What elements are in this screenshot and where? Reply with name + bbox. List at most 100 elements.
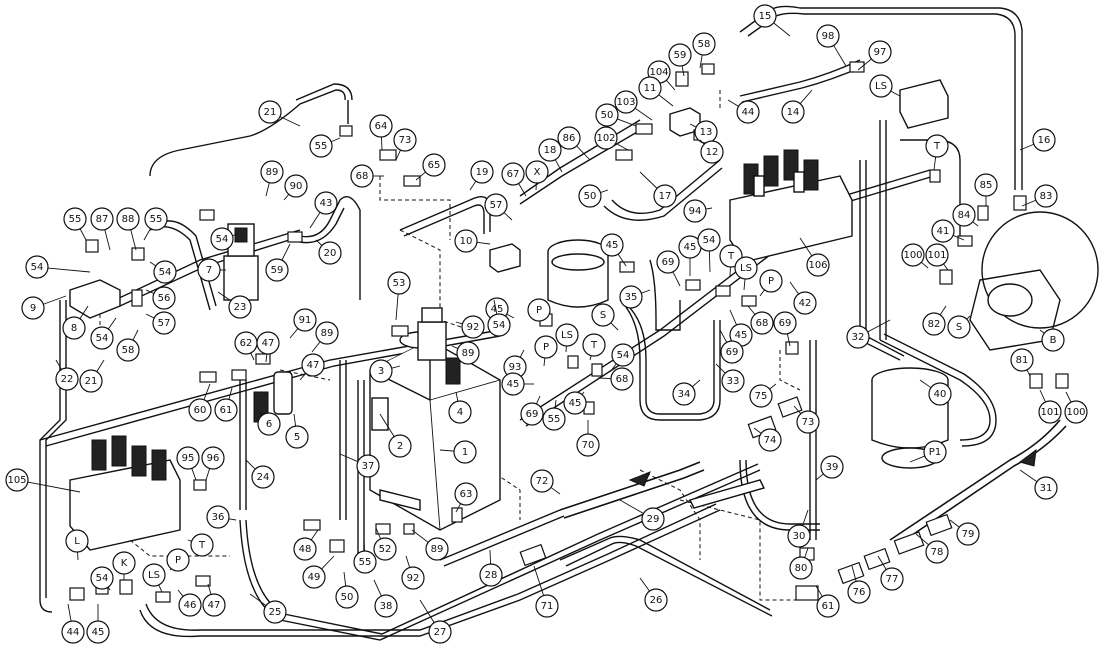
leader-line — [743, 278, 746, 291]
callout-label: 89 — [321, 328, 334, 339]
tee-fitting — [777, 396, 803, 418]
callout-label: 86 — [563, 133, 576, 144]
callout-78: 78 — [915, 533, 949, 564]
callout-bubble — [152, 286, 176, 310]
callout-bubble — [925, 243, 949, 267]
callout-bubble — [285, 425, 309, 449]
callout-bubble — [600, 233, 624, 257]
callout-102: 102 — [594, 126, 629, 151]
callout-bubble — [793, 291, 817, 315]
leader-line — [789, 281, 799, 295]
leader-line — [228, 518, 237, 521]
callout-bubble — [487, 313, 511, 337]
callout-bubble — [356, 454, 380, 478]
callout-68: 68 — [747, 305, 774, 335]
callout-label: 56 — [158, 293, 171, 304]
callout-25: 25 — [249, 593, 287, 624]
callout-bubble — [952, 203, 976, 227]
callout-34: 34 — [672, 379, 701, 406]
callout-label: P1 — [929, 447, 941, 458]
leader-line — [79, 305, 89, 319]
callout-label: K — [121, 558, 128, 569]
callout-48: 48 — [293, 529, 319, 561]
callout-label: 68 — [356, 171, 369, 182]
leader-line — [519, 349, 525, 358]
callout-bubble — [692, 32, 716, 56]
callout-16: 16 — [1019, 128, 1056, 152]
callout-bubble — [314, 191, 338, 215]
callout-bubble — [61, 620, 85, 644]
callout-55: 55 — [353, 539, 377, 574]
callout-bubble — [456, 341, 480, 365]
callout-bubble — [638, 76, 662, 100]
callout-85: 85 — [974, 173, 998, 206]
leader-line — [283, 194, 290, 201]
callout-bubble — [265, 258, 289, 282]
callout-p: P — [166, 548, 190, 572]
callout-label: 101 — [927, 250, 946, 261]
leader-line — [503, 212, 513, 221]
callout-bubble — [453, 440, 477, 464]
callout-bubble — [846, 325, 870, 349]
leader-line — [493, 299, 498, 315]
callout-label: 13 — [700, 127, 713, 138]
callout-45: 45 — [501, 372, 534, 396]
callout-label: T — [933, 141, 941, 152]
callout-54: 54 — [609, 343, 635, 373]
callout-53: 53 — [387, 271, 411, 321]
callout-75: 75 — [749, 383, 777, 408]
callout-label: 45 — [684, 242, 697, 253]
callout-bubble — [260, 160, 284, 184]
callout-label: 82 — [928, 319, 941, 330]
leader-line — [691, 379, 701, 388]
callout-label: 27 — [434, 627, 447, 638]
callout-bubble — [1032, 128, 1056, 152]
leader-line — [699, 54, 703, 69]
callout-54: 54 — [210, 227, 239, 251]
callout-label: 59 — [674, 50, 687, 61]
leader-line — [877, 555, 887, 570]
leader-line — [232, 233, 239, 237]
leader-line — [455, 321, 463, 325]
callout-101: 101 — [1038, 389, 1062, 424]
callout-44: 44 — [61, 603, 85, 644]
callout-label: 64 — [375, 121, 388, 132]
callout-label: LS — [148, 570, 160, 581]
callout-70: 70 — [576, 420, 600, 457]
callout-bubble — [210, 227, 234, 251]
callout-bubble — [700, 140, 724, 164]
coupling-71 — [519, 543, 547, 567]
callout-106: 106 — [799, 237, 830, 277]
leader-line — [330, 137, 341, 143]
leader-line — [96, 359, 105, 372]
callout-bubble — [214, 398, 238, 422]
callout-11: 11 — [638, 76, 674, 107]
callout-bubble — [369, 114, 393, 138]
leader-line — [554, 399, 557, 409]
leader-line — [47, 267, 91, 273]
callout-bubble — [206, 505, 230, 529]
callout-bubble — [256, 331, 280, 355]
callout-bubble — [25, 255, 49, 279]
callout-bubble — [284, 174, 308, 198]
leader-line — [455, 391, 459, 402]
callout-bubble — [425, 537, 449, 561]
callout-44: 44 — [727, 99, 760, 124]
callout-bubble — [142, 563, 166, 587]
callout-bubble — [62, 316, 86, 340]
callout-bubble — [557, 126, 581, 150]
callout-label: L — [74, 536, 80, 547]
callout-74: 74 — [753, 427, 782, 452]
callout-label: 14 — [787, 107, 800, 118]
callout-label: P — [768, 276, 774, 287]
leader-line — [321, 555, 335, 570]
callout-103: 103 — [614, 90, 653, 121]
callout-label: 45 — [569, 398, 582, 409]
callout-label: 20 — [324, 248, 337, 259]
callout-bubble — [530, 469, 554, 493]
callout-101: 101 — [925, 243, 949, 271]
leader-line — [851, 565, 857, 582]
callout-label: 5 — [294, 432, 300, 443]
leader-line — [79, 228, 87, 241]
